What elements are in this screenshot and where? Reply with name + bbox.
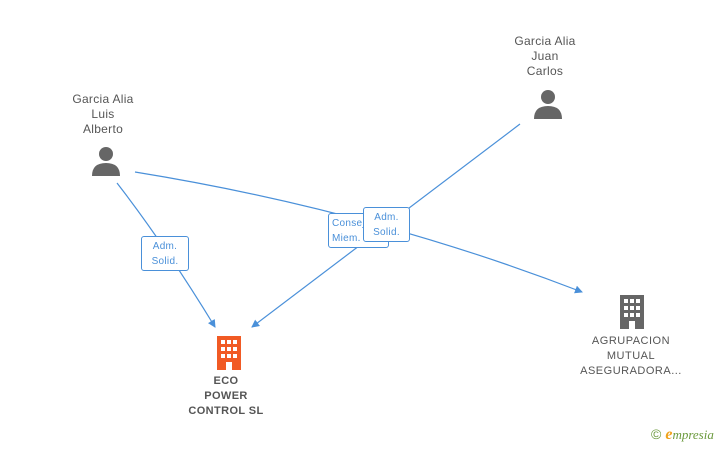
person-icon[interactable] (533, 88, 563, 120)
building-icon[interactable] (213, 335, 245, 371)
person-name-luis: Garcia Alia Luis Alberto (72, 92, 134, 136)
company-name-eco[interactable]: ECO POWER CONTROL SL (188, 375, 264, 417)
relation-badge-adm-solid: Adm. Solid. (363, 207, 410, 242)
relation-badge-adm-solid: Adm. Solid. (141, 236, 189, 271)
empresia-logo[interactable]: ©empresia (651, 426, 714, 443)
person-icon[interactable] (91, 145, 121, 177)
person-name-juan: Garcia Alia Juan Carlos (514, 34, 576, 78)
company-name-agrupacion[interactable]: AGRUPACION MUTUAL ASEGURADORA... (580, 335, 682, 377)
building-icon[interactable] (616, 294, 648, 330)
